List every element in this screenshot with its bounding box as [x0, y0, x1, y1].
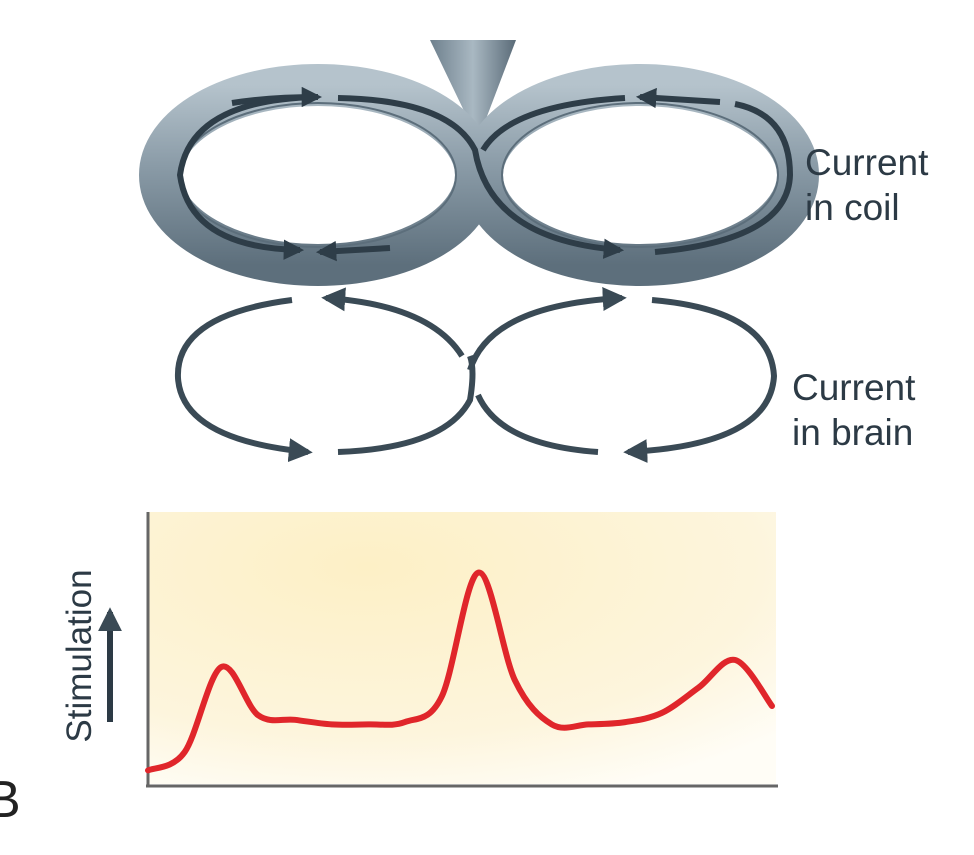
coil-handle	[430, 40, 516, 140]
figure-eight-coil	[139, 40, 819, 286]
y-axis-label: Stimulation	[60, 569, 99, 743]
current-in-brain-label: Current in brain	[792, 365, 915, 455]
panel-letter: B	[0, 771, 21, 829]
right-coil-loop	[461, 64, 819, 286]
brain-label-line2: in brain	[792, 412, 914, 453]
coil-current-left-top	[231, 86, 323, 108]
coil-current-right-top	[635, 87, 721, 109]
coil-label-line1: Current	[805, 142, 929, 183]
brain-current-center-bottom	[337, 354, 476, 455]
coil-current-left-bottom	[315, 240, 391, 262]
coil-current-center	[337, 95, 625, 259]
coil-current-left	[176, 94, 317, 260]
brain-current-right-bottom	[475, 393, 599, 455]
coil-current-right	[654, 101, 794, 255]
brain-current-loops	[174, 287, 778, 464]
brain-current-left-top	[321, 287, 465, 358]
brain-current-left-upper	[174, 297, 313, 463]
stimulation-curve	[145, 569, 775, 774]
stimulation-plot	[98, 512, 778, 788]
coil-label-line2: in coil	[805, 187, 900, 228]
plot-background	[148, 512, 776, 784]
brain-label-line1: Current	[792, 367, 916, 408]
brain-current-right-top	[467, 287, 627, 371]
current-in-coil-label: Current in coil	[805, 140, 928, 230]
brain-current-right-upper	[623, 297, 778, 464]
